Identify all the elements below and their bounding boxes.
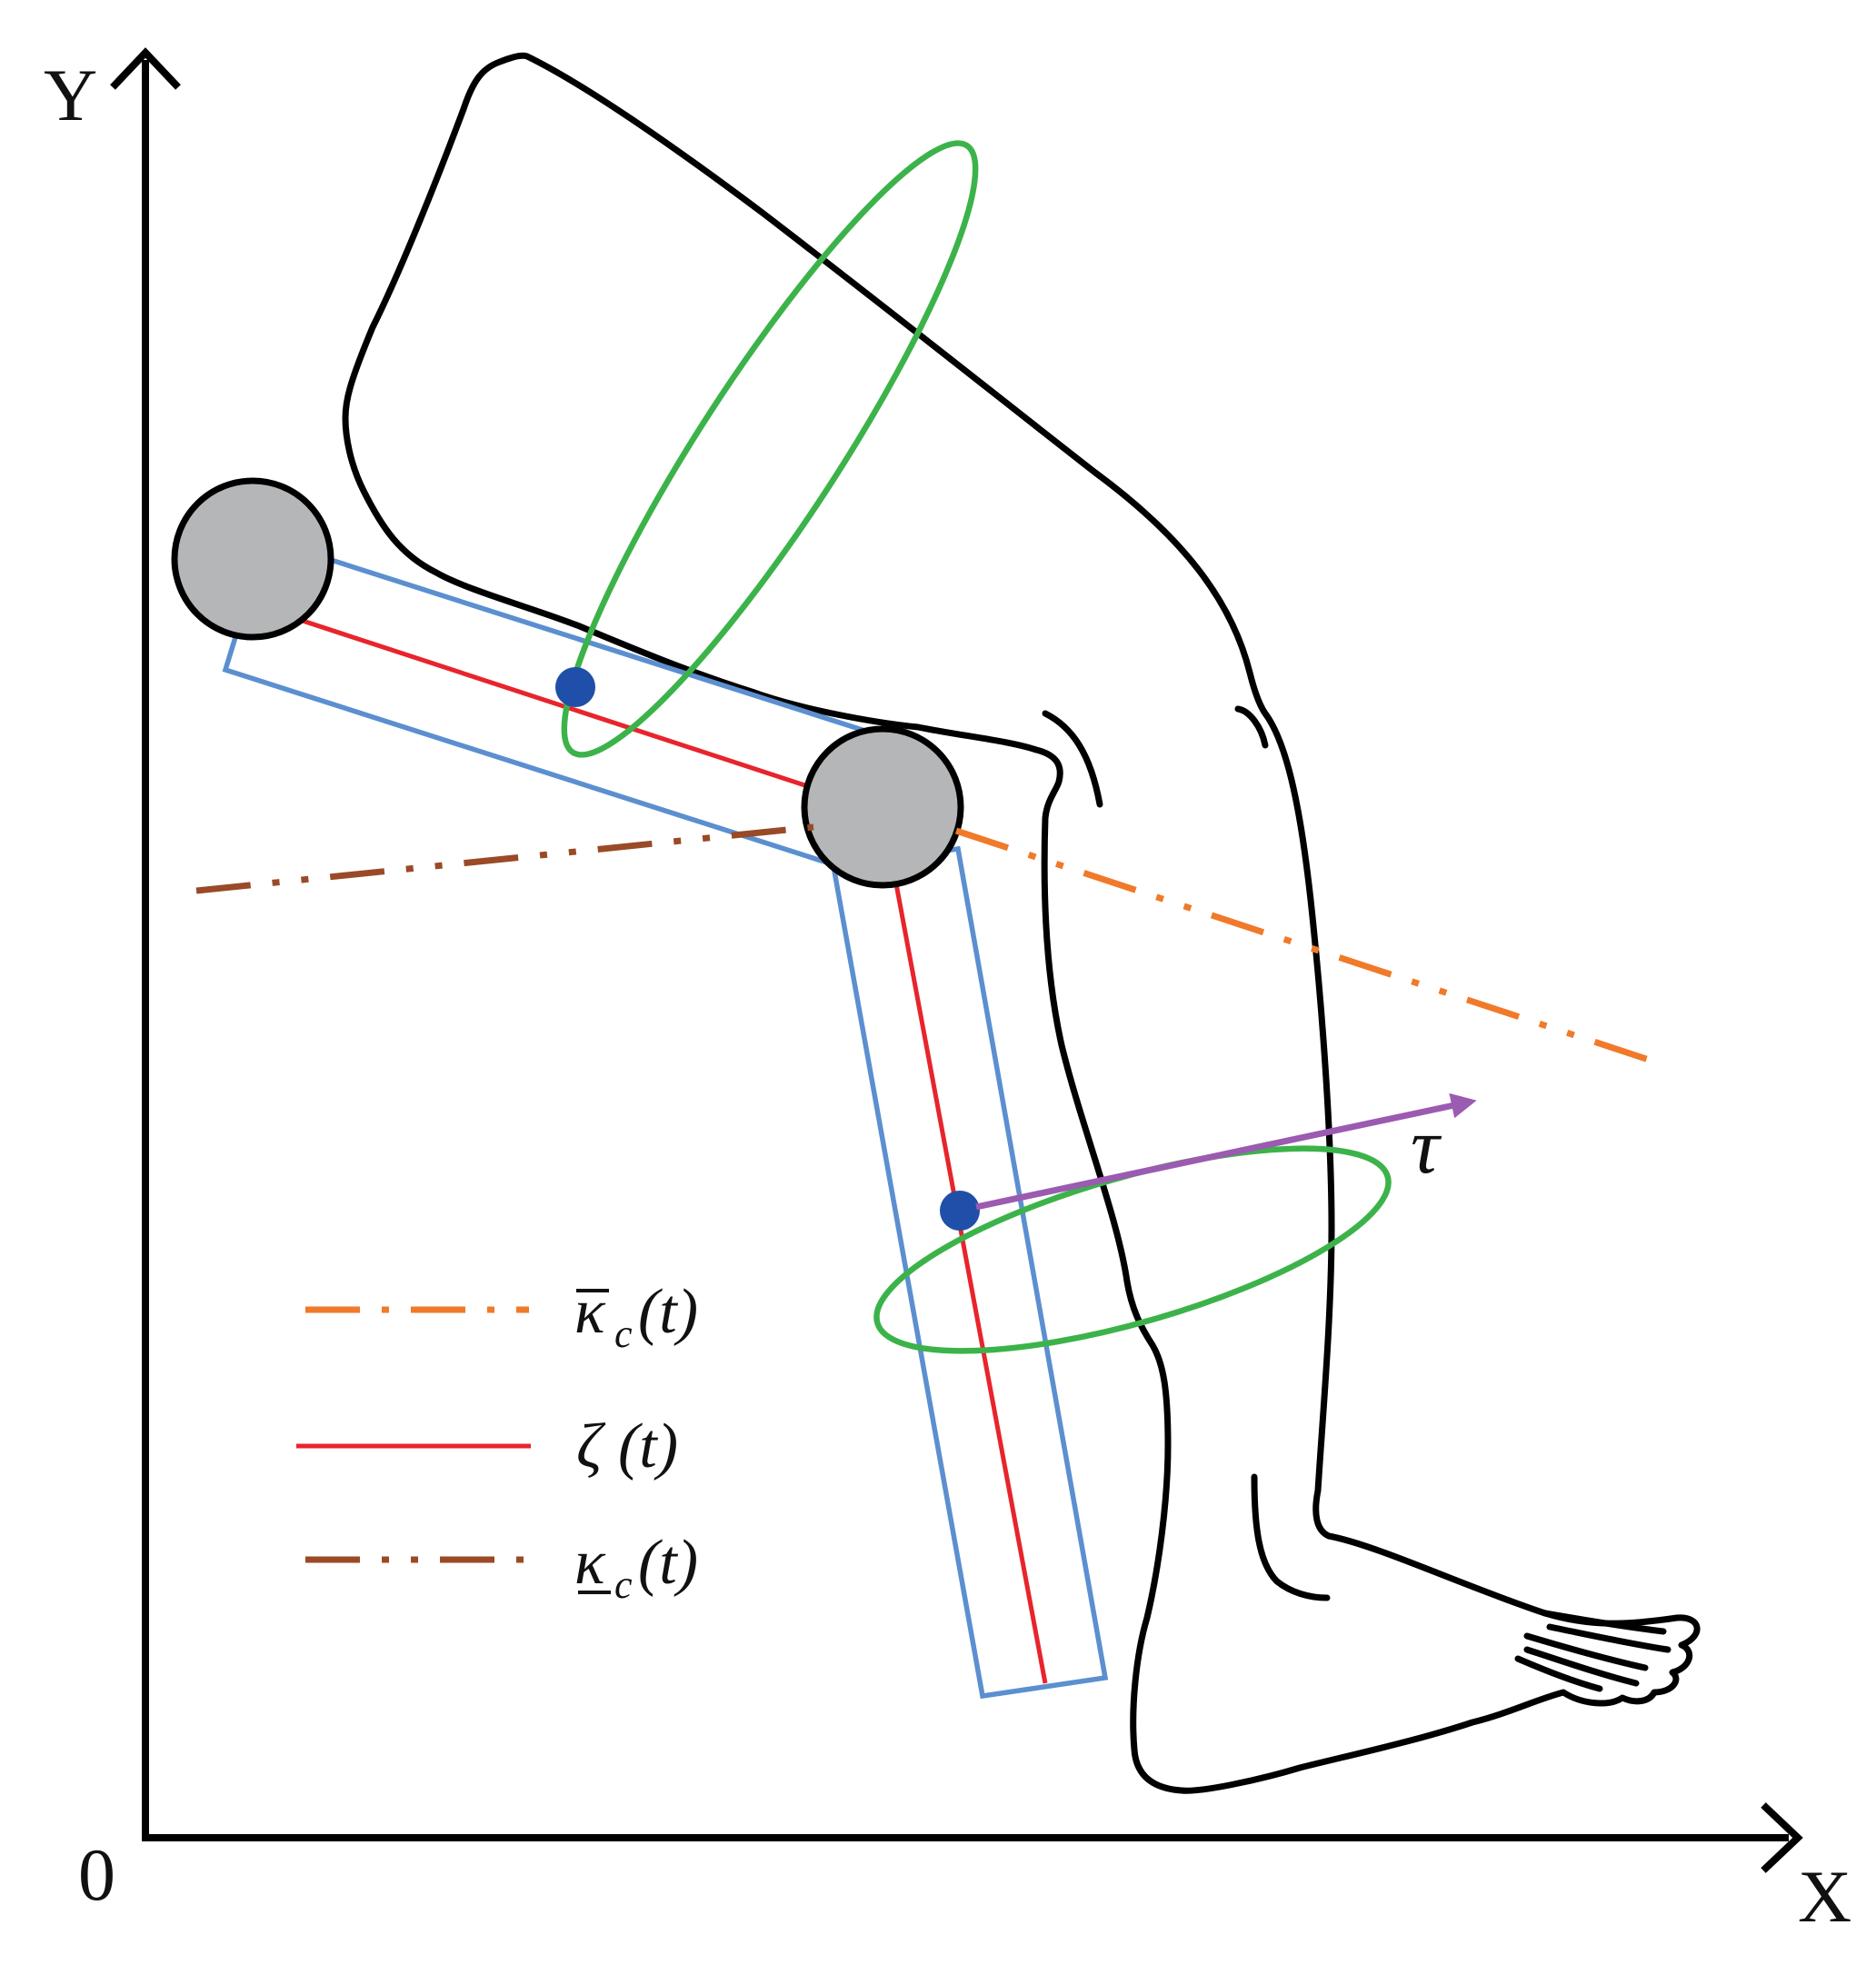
toe-line-5 [1514, 1655, 1603, 1692]
torque-label: τ [1411, 1102, 1442, 1191]
x-axis-arrowhead [1761, 1802, 1803, 1873]
legend-upper-bound-subscript: c [614, 1312, 633, 1356]
toe-line-4 [1523, 1646, 1640, 1687]
legend-upper-bound-arg: (t) [638, 1277, 698, 1347]
toe-line-2 [1546, 1623, 1671, 1653]
thigh-strap [561, 140, 979, 758]
legend-upper-bound-label: κ c (t) [574, 1277, 698, 1356]
legend-lower-bound-subscript: c [614, 1562, 633, 1607]
coordinate-axes: Y X 0 [44, 47, 1851, 1938]
knee-crease [1042, 710, 1103, 808]
knee-joint [801, 725, 964, 889]
x-axis-label: X [1798, 1855, 1851, 1938]
legend-upper-bound-symbol: κ [574, 1277, 606, 1347]
thigh-back-notch [1234, 705, 1269, 749]
leg-outline [342, 52, 1701, 1794]
legend-lower-bound-label: κ c (t) [574, 1528, 698, 1607]
y-axis-arrowhead [110, 47, 181, 90]
legend-lower-bound-arg: (t) [638, 1528, 698, 1598]
toe-line-3 [1523, 1632, 1649, 1671]
lower-bound-line [195, 823, 814, 894]
torque-arrow [975, 1092, 1477, 1211]
origin-label: 0 [78, 1833, 115, 1916]
toe-line-1 [1542, 1610, 1667, 1635]
hip-joint [171, 477, 334, 641]
legend: κ c (t) ζ (t) κ c (t) [296, 1277, 698, 1607]
thigh-center-of-mass [555, 667, 595, 707]
legend-lower-bound-symbol: κ [574, 1528, 606, 1598]
shank-center-of-mass [940, 1191, 980, 1231]
legend-trajectory-arg: (t) [618, 1411, 678, 1481]
thigh-contour [342, 52, 1701, 1794]
ankle-crease [1251, 1473, 1331, 1601]
legend-trajectory-symbol: ζ [576, 1411, 606, 1481]
y-axis-label: Y [44, 54, 97, 136]
legend-trajectory-label: ζ (t) [576, 1411, 678, 1481]
